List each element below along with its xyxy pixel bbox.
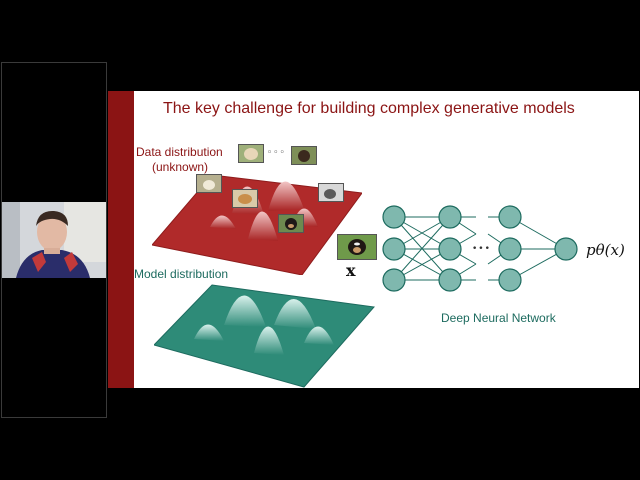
slide-accent-bar [108,91,134,388]
dog-thumbnail [238,144,264,163]
sample-x-dog-image [337,234,377,260]
data-distribution-label: Data distribution [136,145,223,159]
model-distribution-label: Model distribution [134,267,229,281]
presenter-video-icon [2,202,106,278]
dog-thumbnail [196,174,222,193]
webcam-panel [1,62,107,418]
data-distribution-note: (unknown) [152,160,209,174]
sample-variable-x: x [346,261,356,280]
dog-thumbnail [291,146,317,165]
slide-title: The key challenge for building complex g… [163,100,575,117]
dog-thumbnail [232,189,258,208]
neural-network-diagram [382,205,578,292]
model-output-density: pθ(x) [586,241,625,259]
thumbnail-ellipsis: ◦◦◦ [267,148,286,158]
data-distribution-surface [152,174,362,275]
dog-thumbnail [278,214,304,233]
model-distribution-surface [154,284,375,388]
dog-thumbnail [318,183,344,202]
presentation-slide: The key challenge for building complex g… [108,91,639,388]
hidden-layer-ellipsis: ••• [472,244,491,254]
presenter-video [2,202,106,278]
network-label: Deep Neural Network [441,311,556,325]
